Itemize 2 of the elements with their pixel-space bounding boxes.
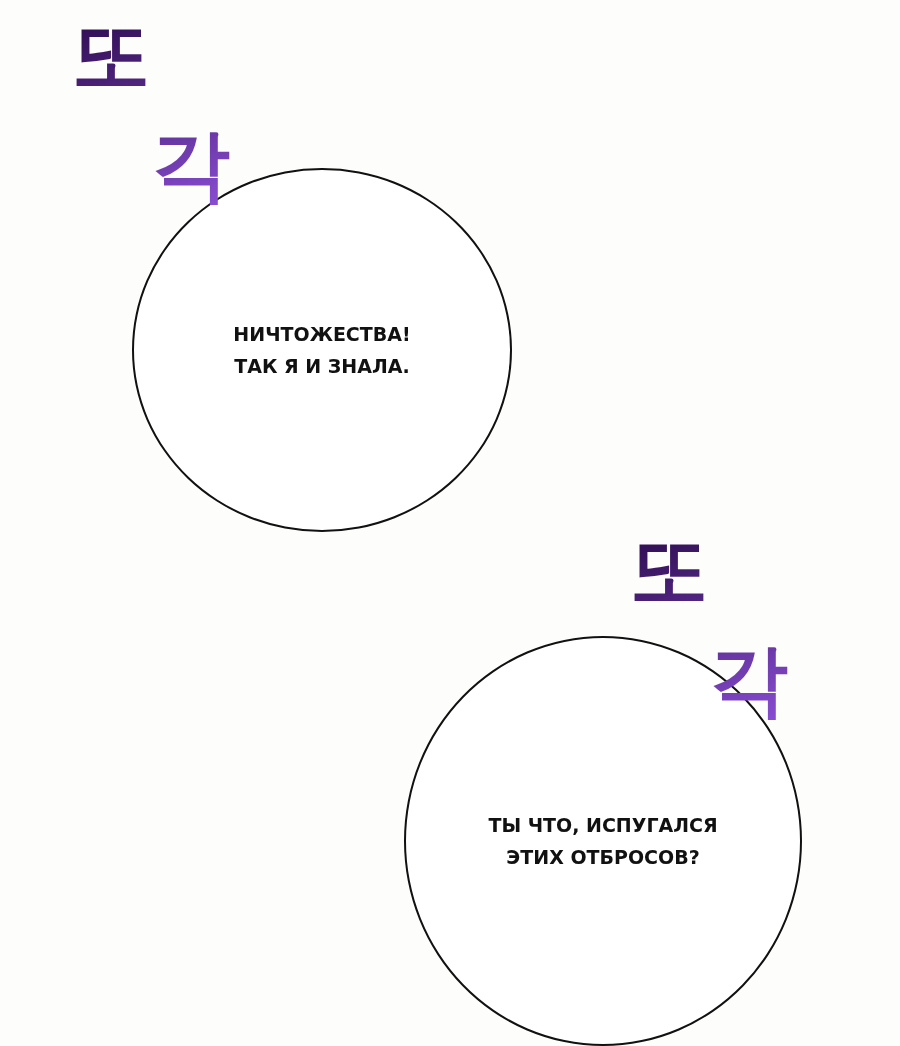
speech-text: ТЫ ЧТО, ИСПУГАЛСЯ ЭТИХ ОТБРОСОВ?	[487, 813, 719, 870]
speech-text: НИЧТОЖЕСТВА! ТАК Я И ЗНАЛА.	[232, 322, 412, 379]
